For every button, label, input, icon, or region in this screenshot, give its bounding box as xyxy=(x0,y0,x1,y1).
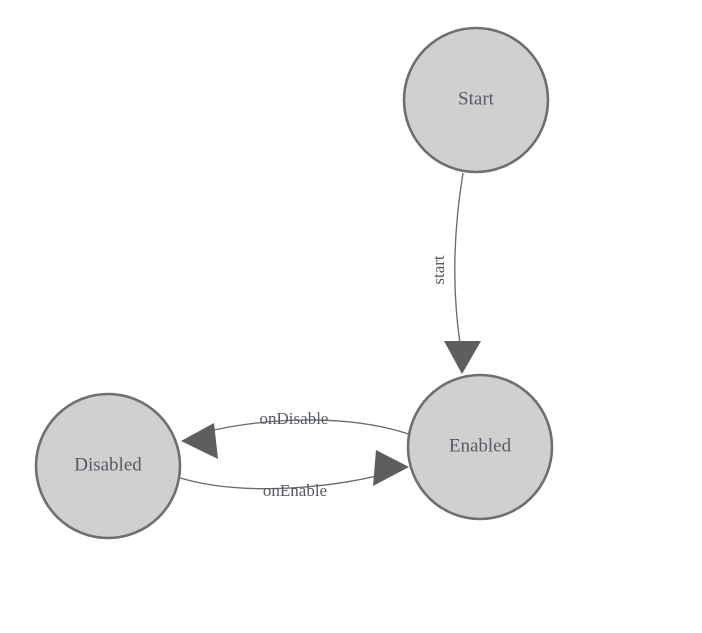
arrowhead-icon-into-disabled xyxy=(181,423,218,459)
state-node-start-label: Start xyxy=(458,88,495,109)
state-node-start[interactable]: Start xyxy=(402,26,550,174)
state-node-disabled[interactable]: Disabled xyxy=(34,392,182,540)
edge-label-start: start xyxy=(429,255,448,285)
edge-enabled-disabled-path xyxy=(190,419,418,438)
state-node-enabled[interactable]: Enabled xyxy=(406,373,554,521)
edge-start-enabled[interactable]: start xyxy=(429,172,481,374)
state-node-disabled-label: Disabled xyxy=(74,454,142,475)
edge-label-on-enable: onEnable xyxy=(263,481,327,500)
state-node-enabled-label: Enabled xyxy=(449,435,512,456)
arrowhead-icon-into-enabled-from-disabled xyxy=(373,450,409,486)
edge-start-enabled-path xyxy=(454,172,464,351)
arrowhead-icon-into-enabled-from-start xyxy=(444,341,481,374)
edge-enabled-disabled[interactable]: onDisable xyxy=(181,409,418,459)
edge-label-on-disable: onDisable xyxy=(260,409,329,428)
state-node-start-circle xyxy=(402,26,550,174)
edge-disabled-enabled[interactable]: onEnable xyxy=(176,450,409,500)
state-node-enabled-circle xyxy=(406,373,554,521)
state-node-disabled-circle xyxy=(34,392,182,540)
